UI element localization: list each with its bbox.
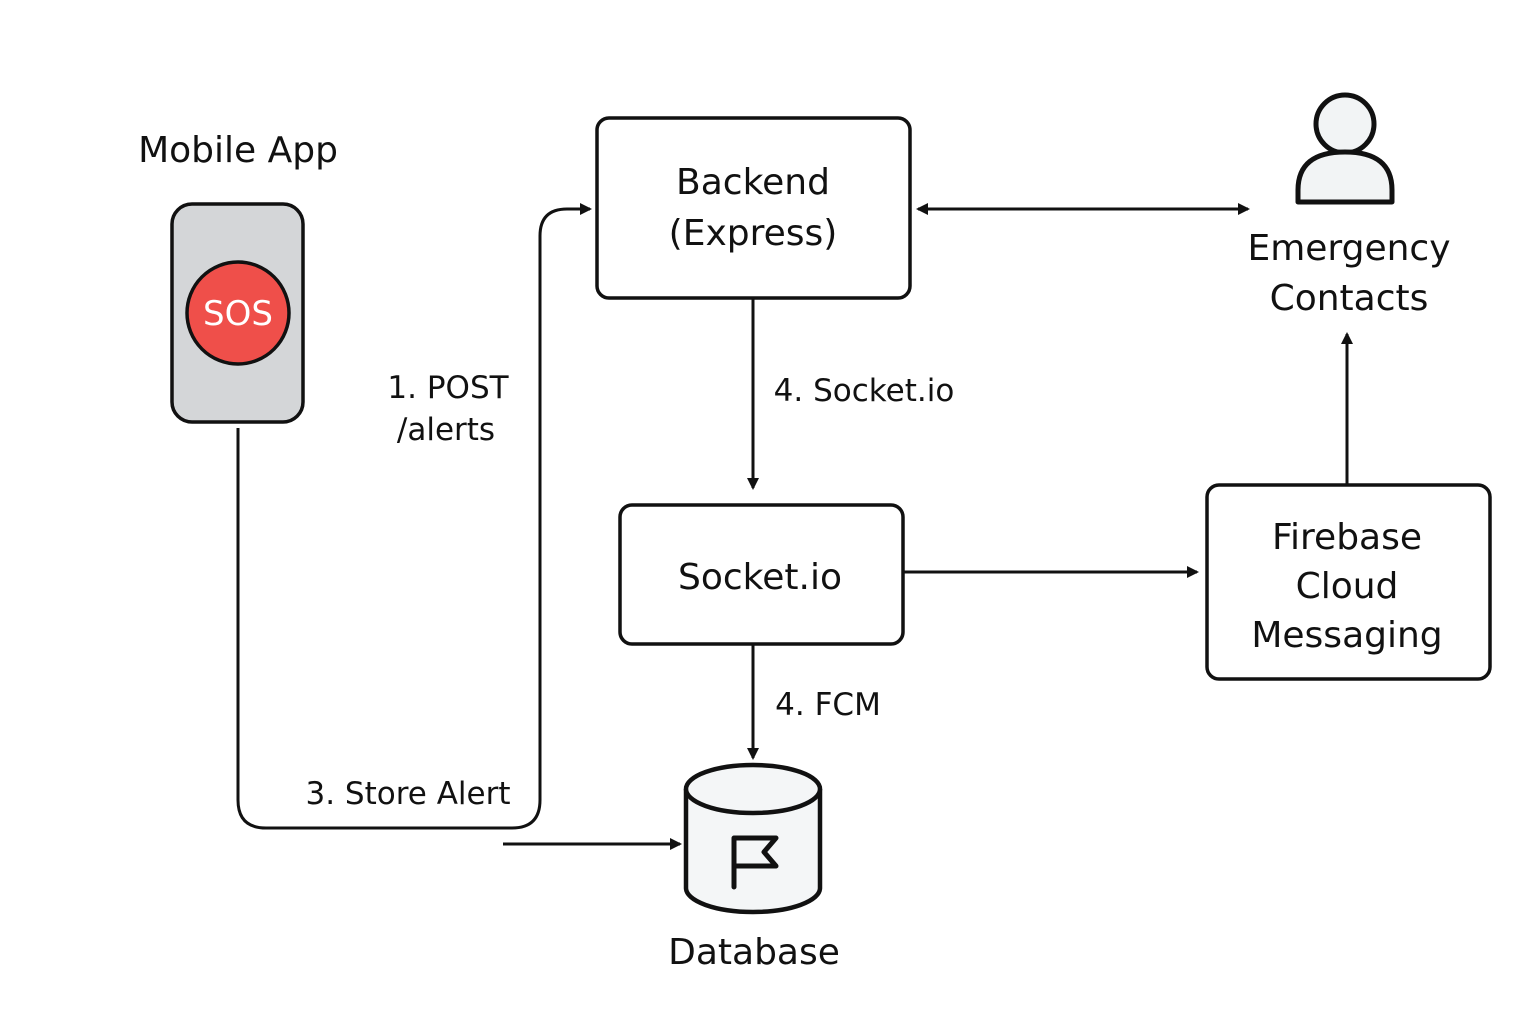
backend-to-socket-label: 4. Socket.io (774, 373, 955, 409)
contacts-label-line1: Emergency (1247, 228, 1450, 269)
flag-icon (731, 835, 779, 890)
sos-button-label: SOS (203, 294, 273, 334)
firebase-label-line2: Cloud (1296, 566, 1399, 607)
socket-to-database-label: 4. FCM (775, 687, 881, 723)
socketio-node: Socket.io (618, 503, 905, 646)
socketio-label: Socket.io (678, 557, 842, 598)
firebase-label-line1: Firebase (1272, 517, 1422, 558)
contacts-label-line2: Contacts (1270, 278, 1429, 319)
store-alert-label: 3. Store Alert (305, 776, 510, 812)
sos-button[interactable]: SOS (185, 260, 291, 366)
person-icon (1295, 92, 1395, 205)
firebase-node: Firebase Cloud Messaging (1205, 483, 1492, 681)
backend-label: Backend (676, 162, 830, 203)
post-alerts-label-line1: 1. POST (387, 370, 509, 406)
firebase-label-line3: Messaging (1251, 615, 1442, 656)
backend-sublabel: (Express) (669, 213, 838, 254)
mobile-app-title: Mobile App (138, 130, 338, 171)
database-cylinder-icon (683, 762, 823, 915)
backend-node: Backend (Express) (595, 116, 912, 300)
phone-to-backend-connector (236, 203, 592, 830)
database-label: Database (668, 932, 840, 973)
post-alerts-label-line2: /alerts (397, 412, 495, 448)
